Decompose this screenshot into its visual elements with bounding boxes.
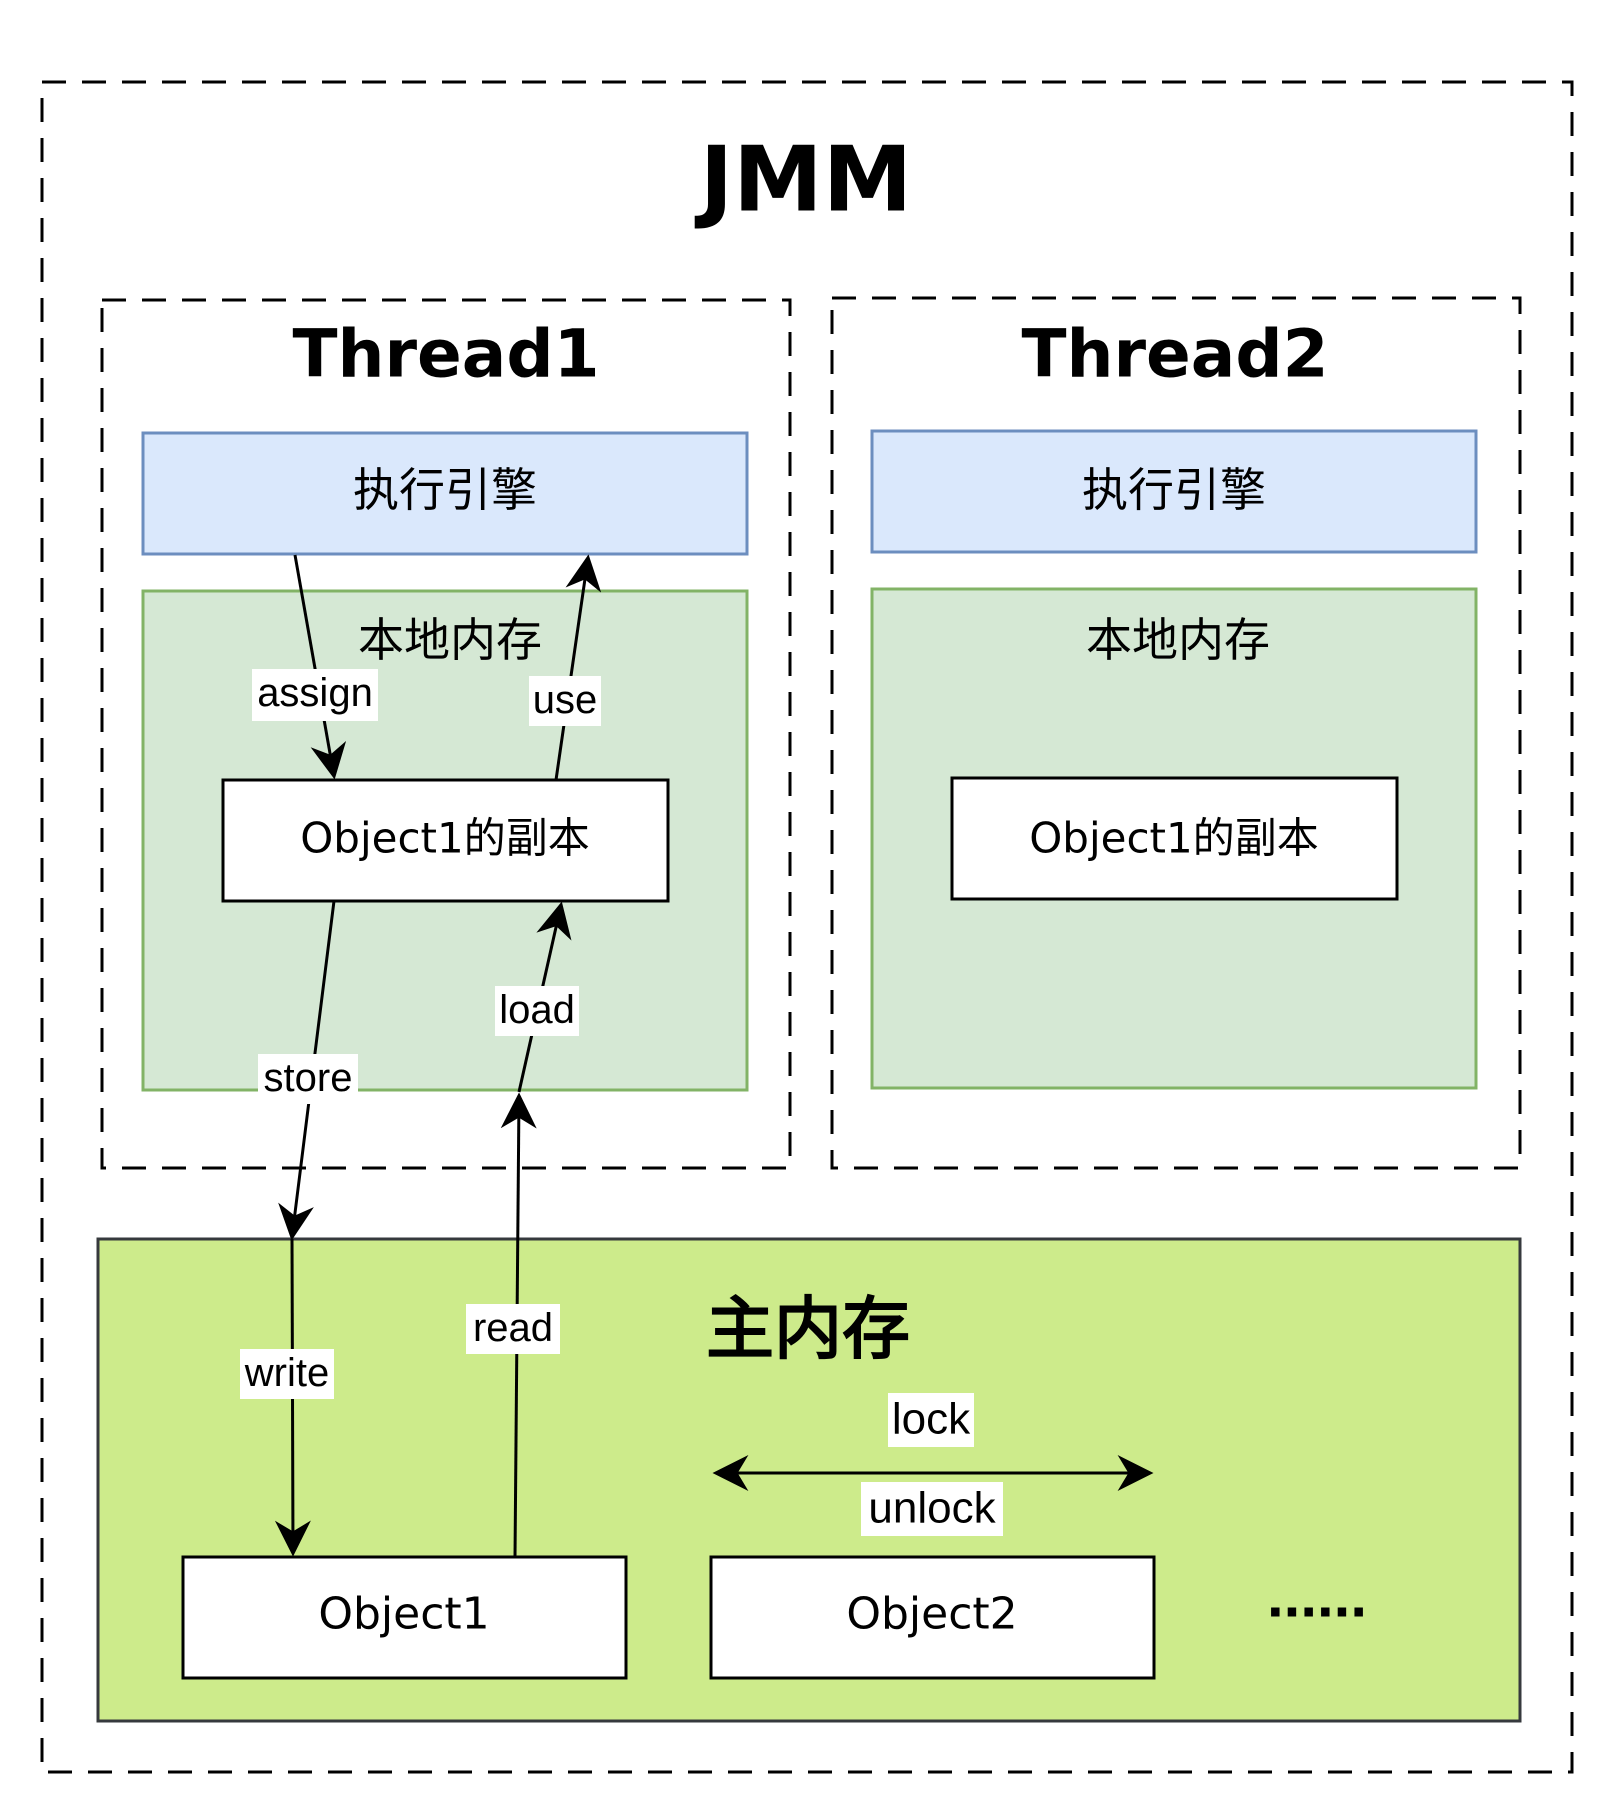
- store-label: store: [264, 1056, 353, 1100]
- thread2-object1-copy-box: [950, 776, 1399, 901]
- jmm-title: JMM: [694, 128, 913, 233]
- thread2-group: Thread2 执行引擎 本地内存 Object1的副本: [830, 296, 1522, 1170]
- thread2-boundary: [830, 296, 1522, 1170]
- thread2-engine-box: [870, 429, 1478, 554]
- use-label: use: [533, 678, 598, 722]
- assign-arrow: [293, 554, 347, 780]
- thread1-object1-copy-box: [221, 778, 670, 903]
- main-object2-box: [709, 1555, 1156, 1680]
- thread1-local-memory-label: 本地内存: [358, 613, 542, 667]
- thread2-local-memory-label: 本地内存: [1086, 613, 1270, 667]
- main-object1-box: [181, 1555, 628, 1680]
- thread2-engine-label: 执行引擎: [1082, 463, 1266, 517]
- main-memory-ellipsis: ......: [1267, 1563, 1367, 1630]
- thread2-object1-copy-label: Object1的副本: [1029, 814, 1319, 863]
- write-label: write: [244, 1351, 329, 1395]
- main-memory-group: 主内存 Object1 Object2 ......: [96, 1237, 1522, 1723]
- thread1-title: Thread1: [292, 316, 599, 393]
- thread1-engine-label: 执行引擎: [353, 463, 537, 517]
- thread1-group: Thread1 执行引擎 本地内存 Object1的副本: [100, 298, 792, 1170]
- jmm-boundary: [40, 80, 1574, 1774]
- use-arrow: [554, 554, 602, 781]
- unlock-label: unlock: [868, 1484, 996, 1533]
- thread1-boundary: [100, 298, 792, 1170]
- main-object2-label: Object2: [846, 1589, 1017, 1640]
- main-object1-label: Object1: [318, 1589, 489, 1640]
- lock-label: lock: [892, 1395, 971, 1444]
- thread2-title: Thread2: [1021, 316, 1328, 393]
- load-label: load: [499, 988, 575, 1032]
- read-label: read: [473, 1306, 553, 1350]
- assign-label: assign: [257, 671, 373, 715]
- thread1-object1-copy-label: Object1的副本: [300, 814, 590, 863]
- main-memory-title: 主内存: [706, 1291, 910, 1370]
- operation-labels: assign use store load write read lock un…: [240, 669, 1003, 1536]
- thread1-engine-box: [141, 431, 749, 556]
